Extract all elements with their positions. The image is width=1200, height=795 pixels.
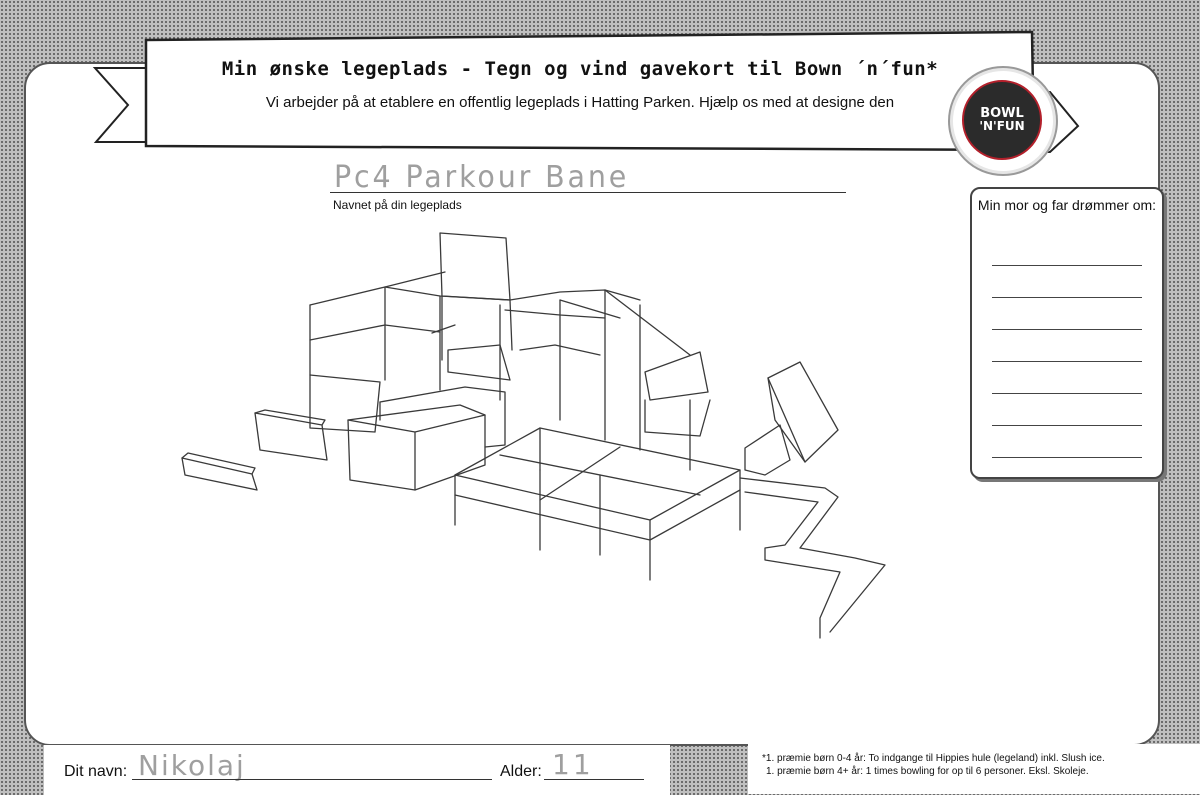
dream-line — [992, 329, 1142, 330]
playground-name-label: Navnet på din legeplads — [333, 198, 462, 212]
playground-name: Pc4 Parkour Bane — [334, 160, 630, 195]
sketch-left-benches — [181, 409, 328, 491]
playground-name-line — [330, 192, 846, 193]
sketch-right-box — [644, 351, 711, 471]
parents-dream-title: Min mor og far drømmer om: — [977, 197, 1157, 213]
dream-line — [992, 361, 1142, 362]
parents-dream-box: Min mor og far drømmer om: — [970, 187, 1164, 479]
footnote-line-2: 1. præmie børn 4+ år: 1 times bowling fo… — [766, 766, 1089, 777]
name-label: Dit navn: — [64, 763, 128, 780]
sketch-mid-blocks — [309, 374, 506, 491]
dream-line — [992, 265, 1142, 266]
banner-subtitle: Vi arbejder på at etablere en offentlig … — [265, 94, 895, 111]
sketch-main-frame — [309, 271, 691, 451]
age-value: 11 — [552, 748, 594, 781]
footnote-line-1: *1. præmie børn 0-4 år: To indgange til … — [762, 753, 1105, 764]
sketch-front-platform — [454, 427, 741, 581]
bowl-n-fun-logo: BOWL 'N'FUN — [950, 68, 1056, 174]
sketch-zigzag-path — [739, 477, 886, 639]
name-line — [132, 779, 492, 780]
dream-line — [992, 425, 1142, 426]
logo-line-2: 'N'FUN — [979, 119, 1025, 133]
banner-title: Min ønske legeplads - Tegn og vind gavek… — [221, 58, 939, 80]
dream-line — [992, 393, 1142, 394]
prize-footnote: *1. præmie børn 0-4 år: To indgange til … — [748, 744, 1200, 794]
age-line — [544, 779, 644, 780]
dream-line — [992, 297, 1142, 298]
logo-line-1: BOWL — [980, 106, 1024, 121]
sketch-right-elements — [744, 361, 839, 476]
name-age-strip: Dit navn: Nikolaj Alder: 11 — [44, 744, 670, 795]
dream-line — [992, 457, 1142, 458]
name-value: Nikolaj — [138, 749, 246, 782]
age-label: Alder: — [500, 763, 542, 780]
